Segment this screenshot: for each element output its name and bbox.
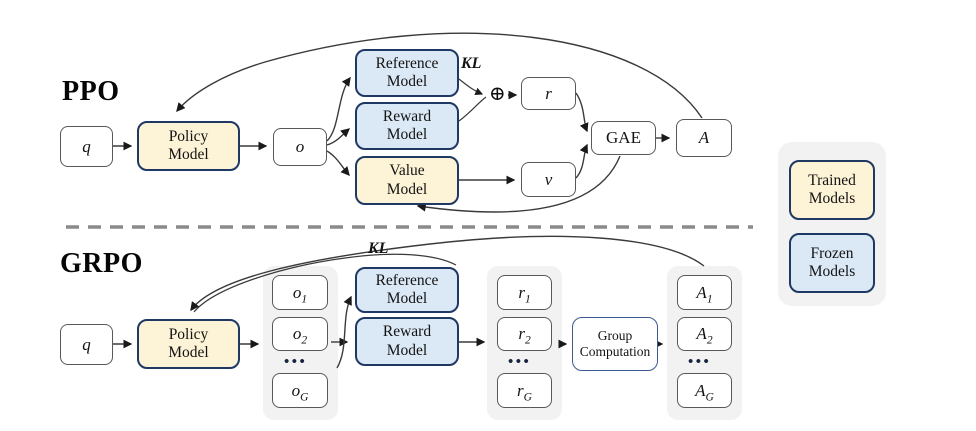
grpo-r1-box: r1 [497,275,552,310]
ppo-o-label: o [295,137,305,157]
grpo-policy-label-line2: Model [168,344,209,361]
grpo-reference-label-line2: Model [386,290,428,307]
grpo-groupcomp-label-line1: Group [597,328,633,344]
ppo-title: PPO [62,76,120,107]
grpo-reward-label-line2: Model [386,341,428,359]
ppo-policy-label-line1: Policy [168,127,209,145]
ppo-arrow-r-to-gae [575,92,589,133]
grpo-arc-kl-reference-to-policy [193,253,457,313]
ppo-reward-model-box: Reward Model [355,102,459,150]
grpo-policy-label-line1: Policy [168,325,209,343]
legend-trained-label-line2: Models [808,190,856,207]
grpo-reward-model-box: Reward Model [355,317,459,366]
ppo-reference-label-line1: Reference [375,54,439,72]
grpo-r-ellipsis: ••• [508,354,532,370]
ppo-v-label: v [544,169,553,189]
grpo-kl-label: KL [368,240,389,257]
ppo-kl-label: KL [461,55,482,72]
ppo-r-label: r [545,83,552,103]
ppo-circled-plus-icon: ⊕ [489,83,506,105]
grpo-o1-box: o1 [272,275,328,310]
grpo-a2-label: A2 [696,324,713,347]
grpo-o2-label: o2 [292,324,308,347]
grpo-a1-box: A1 [677,275,732,310]
ppo-gae-label: GAE [606,128,641,148]
grpo-o2-box: o2 [272,317,328,351]
grpo-r1-label: r1 [518,282,531,305]
legend-trained-label-line1: Trained [808,171,856,189]
legend-frozen-models-box: Frozen Models [789,233,875,293]
ppo-curve-reward-to-oplus [458,96,487,122]
grpo-o-ellipsis: ••• [284,354,308,370]
ppo-a-box: A [676,119,732,157]
ppo-reference-model-box: Reference Model [355,49,459,97]
grpo-aG-label: AG [695,380,714,403]
grpo-arc-advantages-to-policy [190,235,705,312]
grpo-group-computation-box: Group Computation [572,317,658,371]
ppo-arrow-v-to-gae [575,143,589,179]
grpo-title: GRPO [60,248,143,279]
ppo-arrow-o-to-reference [326,76,351,142]
grpo-aG-box: AG [677,373,732,408]
grpo-a-ellipsis: ••• [688,354,712,370]
ppo-value-label-line1: Value [389,162,425,180]
ppo-policy-model-box: Policy Model [137,121,240,171]
ppo-arrow-o-to-reward [326,128,351,146]
grpo-reference-model-box: Reference Model [355,267,459,313]
legend-frozen-label-line1: Frozen [810,244,854,262]
grpo-arrow-outputs-to-reference [336,295,352,369]
ppo-a-label: A [698,128,710,148]
ppo-arc-a-to-policy [176,32,703,119]
ppo-v-box: v [521,162,576,197]
legend-trained-models-box: Trained Models [789,160,875,220]
legend-frozen-label-line2: Models [808,263,856,280]
grpo-reference-label-line1: Reference [375,271,439,289]
grpo-groupcomp-label-line2: Computation [579,344,651,359]
grpo-r2-label: r2 [518,324,531,347]
grpo-reward-label-line1: Reward [382,323,432,341]
ppo-q-label: q [82,136,91,156]
grpo-rG-box: rG [497,373,552,408]
grpo-policy-model-box: Policy Model [137,319,240,369]
grpo-r2-box: r2 [497,317,552,351]
ppo-reward-label-line1: Reward [382,107,432,125]
ppo-policy-label-line2: Model [168,146,209,163]
ppo-reward-label-line2: Model [386,126,428,143]
grpo-oG-box: oG [272,373,328,408]
ppo-reference-label-line2: Model [386,73,428,90]
ppo-value-model-box: Value Model [355,156,459,205]
grpo-a2-box: A2 [677,317,732,351]
grpo-q-box: q [60,324,113,365]
ppo-gae-box: GAE [591,121,656,155]
ppo-arc-gae-to-value [416,155,621,213]
ppo-r-box: r [521,77,576,110]
ppo-value-label-line2: Model [386,180,428,198]
grpo-o1-label: o1 [292,282,308,305]
ppo-arrow-o-to-value [326,150,350,177]
ppo-arrow-reference-to-oplus [458,78,484,95]
grpo-oG-label: oG [291,380,309,403]
ppo-o-box: o [273,128,327,166]
grpo-a1-label: A1 [696,282,713,305]
grpo-q-label: q [82,334,91,354]
grpo-rG-label: rG [517,380,532,403]
ppo-q-box: q [60,126,113,167]
